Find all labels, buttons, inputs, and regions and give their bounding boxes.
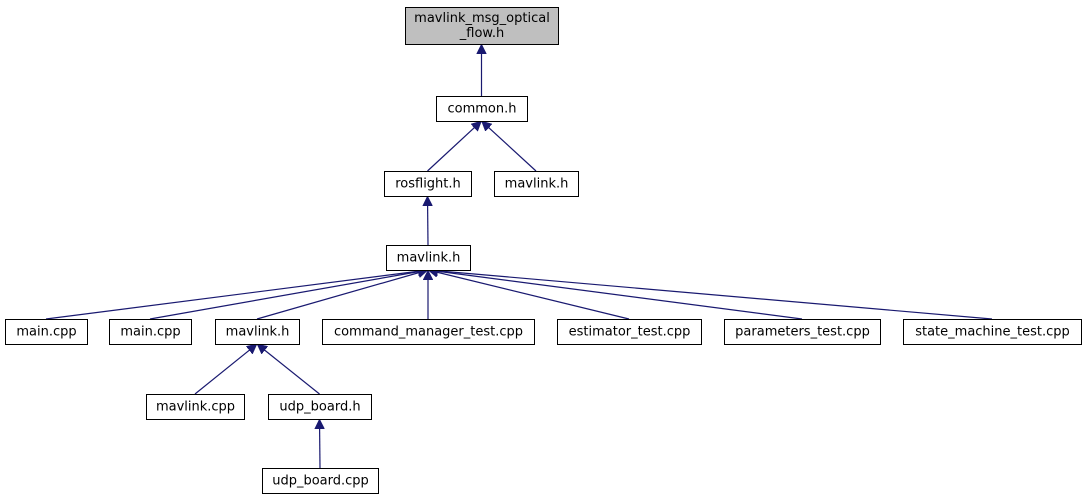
node-box <box>146 394 245 420</box>
node-mavlink_cpp[interactable]: mavlink.cpp <box>146 394 245 420</box>
node-box <box>405 7 559 45</box>
node-box <box>268 394 372 420</box>
node-label: common.h <box>448 102 517 117</box>
node-main1[interactable]: main.cpp <box>5 319 88 345</box>
node-optical_flow[interactable]: mavlink_msg_optical_flow.h <box>405 7 559 45</box>
node-label: estimator_test.cpp <box>569 325 691 340</box>
edge-mavlink_cpp-to-mavlink_low <box>194 343 257 395</box>
edge-udp_board_cpp-to-udp_board_h <box>320 419 321 469</box>
edge-udp_board_h-to-mavlink_low <box>257 343 320 395</box>
node-label: state_machine_test.cpp <box>915 325 1070 340</box>
node-mavlink_mid[interactable]: mavlink.h <box>386 245 471 271</box>
node-box <box>384 171 472 197</box>
node-estimator[interactable]: estimator_test.cpp <box>557 319 702 345</box>
node-box <box>557 319 702 345</box>
edge-params-to-mavlink_mid <box>428 270 803 320</box>
node-box <box>494 171 579 197</box>
edge-mavlink_mid-to-rosflight <box>428 196 429 246</box>
node-box <box>386 245 471 271</box>
edge-rosflight-to-common <box>427 120 482 172</box>
node-mavlink_top[interactable]: mavlink.h <box>494 171 579 197</box>
node-label: mavlink.h <box>505 177 569 192</box>
edge-estimator-to-mavlink_mid <box>428 270 630 320</box>
node-box <box>724 319 881 345</box>
node-udp_board_h[interactable]: udp_board.h <box>268 394 372 420</box>
node-box <box>262 468 379 494</box>
edge-main2-to-mavlink_mid <box>149 270 428 320</box>
node-box <box>109 319 192 345</box>
node-label: mavlink.cpp <box>156 400 235 415</box>
node-label: command_manager_test.cpp <box>334 325 523 340</box>
node-box <box>5 319 88 345</box>
node-state_machine[interactable]: state_machine_test.cpp <box>903 319 1082 345</box>
node-label: udp_board.h <box>279 400 360 415</box>
node-box <box>215 319 300 345</box>
node-common[interactable]: common.h <box>436 96 528 122</box>
edge-main1-to-mavlink_mid <box>45 270 428 320</box>
edges <box>45 44 993 469</box>
node-mavlink_low[interactable]: mavlink.h <box>215 319 300 345</box>
node-label: mavlink.h <box>397 251 461 266</box>
edge-mavlink_low-to-mavlink_mid <box>256 270 428 320</box>
edge-state_machine-to-mavlink_mid <box>428 270 993 320</box>
node-label: mavlink_msg_optical <box>414 11 550 26</box>
node-udp_board_cpp[interactable]: udp_board.cpp <box>262 468 379 494</box>
node-params[interactable]: parameters_test.cpp <box>724 319 881 345</box>
node-label: rosflight.h <box>395 177 461 192</box>
node-label: udp_board.cpp <box>272 474 369 489</box>
node-cmd_mgr[interactable]: command_manager_test.cpp <box>322 319 535 345</box>
nodes: mavlink_msg_optical_flow.h common.h rosfli… <box>5 7 1082 494</box>
node-box <box>903 319 1082 345</box>
node-label: main.cpp <box>120 325 180 340</box>
node-rosflight[interactable]: rosflight.h <box>384 171 472 197</box>
edge-mavlink_top-to-common <box>482 120 537 172</box>
node-box <box>436 96 528 122</box>
node-label: _flow.h <box>459 26 504 41</box>
node-label: parameters_test.cpp <box>735 325 870 340</box>
node-label: main.cpp <box>16 325 76 340</box>
node-box <box>322 319 535 345</box>
node-main2[interactable]: main.cpp <box>109 319 192 345</box>
node-label: mavlink.h <box>226 325 290 340</box>
